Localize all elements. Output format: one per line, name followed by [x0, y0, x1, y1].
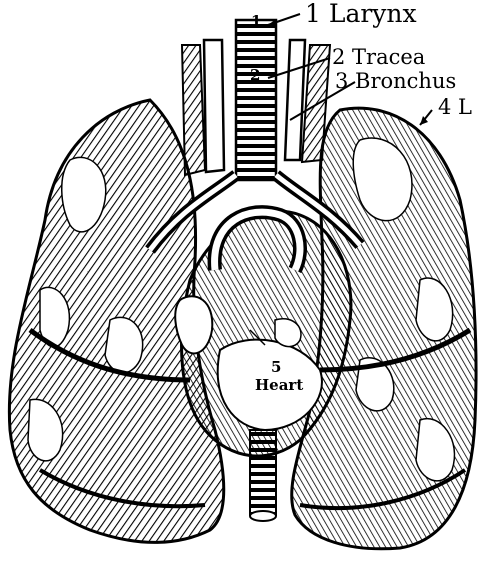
heart-number: 5 — [271, 358, 281, 376]
larynx-number: 1 — [251, 12, 261, 30]
lung-label: 4 L — [438, 95, 472, 119]
trachea — [236, 20, 276, 180]
heart-label: Heart — [255, 376, 303, 394]
larynx-label: 1 Larynx — [305, 0, 417, 28]
bronchus-label: 3 Bronchus — [335, 69, 456, 93]
trachea-number: 2 — [250, 66, 260, 84]
trachea-label: 2 Tracea — [332, 45, 425, 69]
